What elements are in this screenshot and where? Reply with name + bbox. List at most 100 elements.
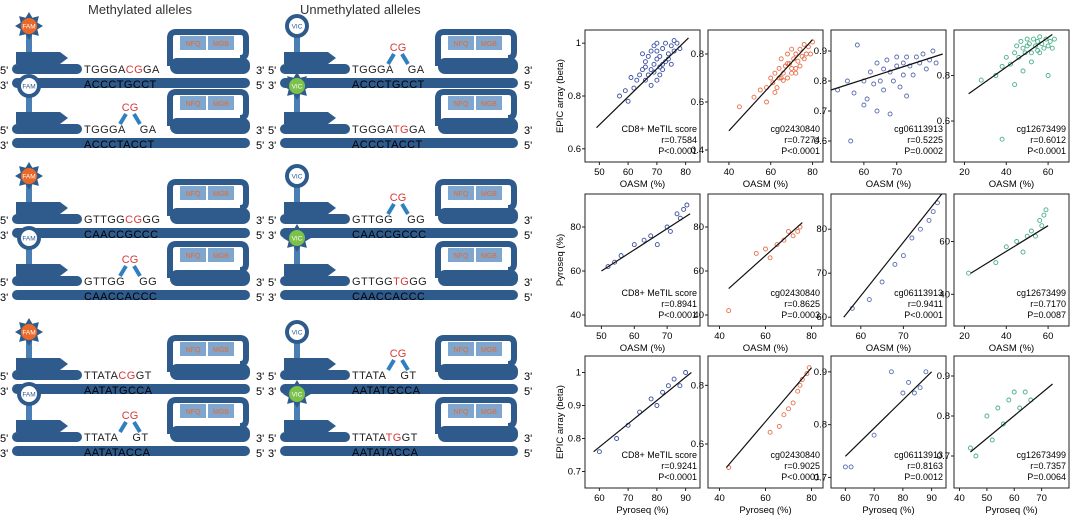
dna-strand-top-right [438,118,518,134]
strand-end-label: 5' [524,448,532,460]
mgb-box [476,404,502,418]
y-tick-label: 0.8 [691,49,704,60]
strand-end-label: 3' [268,140,276,152]
data-point [645,53,651,59]
reporter-core-icon [289,230,305,246]
y-tick-label: 0.8 [937,411,950,422]
probe-hook [435,29,517,66]
data-point [1039,223,1045,229]
regression-line [968,34,1053,95]
data-point [671,48,677,54]
data-point [1003,244,1009,250]
data-point [1003,54,1009,60]
seq-cg: TG [393,276,409,288]
x-axis-label: Pyroseq (%) [616,505,668,516]
probe-arrow-icon [16,202,68,214]
sequence-top: TTATATGGT [352,432,418,444]
nfq-box [180,404,206,418]
probe-arrow-icon [16,52,68,64]
y-axis-label: Pyroseq (%) [555,234,566,286]
seq-cg: CG [126,64,143,76]
mgb-box [208,186,234,200]
mgb-label: MGB [481,253,497,260]
sequence-bottom: AATATACCA [84,447,151,459]
seq-cg-loop: CG [390,42,407,54]
seq-part: GA [408,64,425,76]
x-tick-label: 40 [1001,331,1012,342]
data-point [657,72,663,78]
seq-cg-loop: CG [390,192,407,204]
data-point [631,85,637,91]
strand-end-label: 5' [256,230,264,242]
x-tick-label: 60 [1043,331,1054,342]
strand-end-label: 3' [524,371,532,383]
strand-end-label: 5' [0,433,8,445]
data-point [930,48,936,54]
probe-hook [167,397,249,434]
y-tick-label: 80 [693,222,704,233]
data-point [663,40,668,46]
data-point [1022,389,1028,395]
x-tick-label: 40 [724,167,735,178]
y-tick-label: 0.8 [568,91,581,102]
data-point [923,66,929,72]
data-point [1012,82,1018,88]
data-point [887,111,893,117]
dna-strand-top [280,276,350,286]
mgb-box [476,248,502,262]
strand-end-label: 5' [0,125,8,137]
sequence-top: GTTGGTGGG [352,276,427,288]
seq-part: GA [140,124,157,136]
data-point [1031,36,1036,42]
data-point [900,390,906,396]
data-point [641,237,647,243]
nfq-box [180,342,206,356]
probe-stem [26,246,32,266]
probe-stem [294,94,300,114]
x-axis-label: OASM (%) [620,343,665,354]
nfq-box [448,36,474,50]
data-point [1006,397,1012,403]
y-tick-label: 80 [816,224,827,235]
strand-end-label: 3' [256,125,264,137]
dna-strand-top [280,124,350,134]
regression-line [970,383,1053,453]
x-tick-label: 20 [959,167,970,178]
mgb-box [208,36,234,50]
data-point [648,233,654,239]
sequence-top: GTTGGCGGG [84,214,160,226]
nfq-box [448,342,474,356]
strand-end-label: 5' [268,215,276,227]
probe-arrow-icon [16,112,68,124]
strand-end-label: 3' [524,125,532,137]
x-tick-label: 40 [714,331,725,342]
data-point [894,63,900,69]
panel-frame [953,193,1070,327]
data-point [866,297,872,303]
x-tick-label: 50 [982,493,993,504]
x-tick-label: 80 [898,493,909,504]
panel-frame [953,355,1070,489]
nfq-box [180,186,206,200]
strand-end-label: 5' [0,277,8,289]
data-point [1033,43,1038,49]
data-point [637,72,643,78]
x-tick-label: 80 [680,167,691,178]
nfq-label: NFQ [454,191,469,198]
data-point [651,61,657,67]
seq-part: TGGGA [84,124,126,136]
data-point [799,377,805,382]
data-point [801,56,807,62]
data-point [1008,61,1013,67]
probe-stem [294,246,300,266]
nfq-label: NFQ [454,101,469,108]
data-point [1037,50,1043,56]
stat-annotation: r=0.6012 [1030,135,1066,145]
data-point [677,383,683,389]
seq-cg-loop: CG [390,348,407,360]
